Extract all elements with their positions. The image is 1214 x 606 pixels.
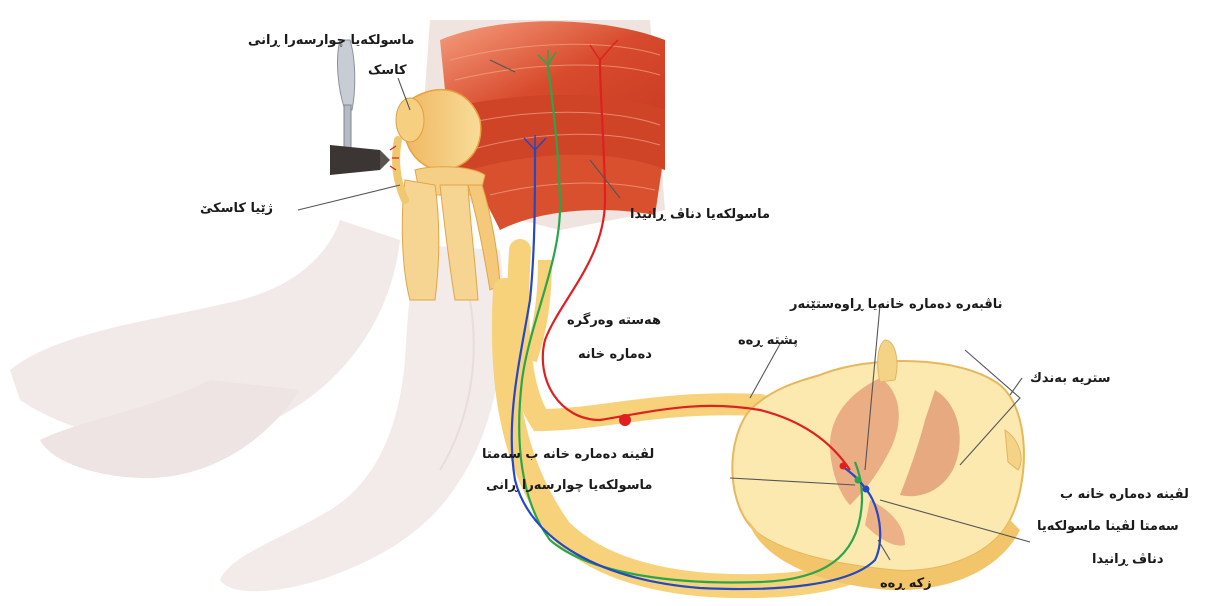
label-motor-neuron-quadriceps-line2: ماسولکەیا چوارسەرا ڕانی — [486, 477, 652, 495]
reflex-hammer — [330, 40, 399, 175]
label-motor-neuron-hamstring-line2: سەمتا لڤینا ماسولکەیا — [1037, 518, 1179, 536]
patellar-tendon — [396, 140, 405, 200]
label-spinal-cord: ستریە بەندك — [1030, 370, 1111, 388]
label-quadriceps-muscle: ماسولکەیا چوارسەرا ڕانی — [248, 32, 414, 50]
label-interneuron: ناڤبەرە دەمارە خانەیا ڕاوەستێنەر — [790, 296, 1003, 314]
label-ventral-root: زکە ڕەه — [880, 575, 932, 593]
label-patellar-tendon: ژێیا کاسکێ — [200, 200, 273, 218]
label-motor-neuron-quadriceps-line1: لڤینە دەمارە خانە ب سەمتا — [482, 446, 654, 464]
label-patella: کاسک — [368, 62, 407, 80]
label-sensory-neuron-line2: دەمارە خانە — [578, 346, 652, 364]
label-sensory-neuron-line1: هەستە وەرگرە — [567, 312, 661, 330]
label-motor-neuron-hamstring-line3: دناڤ ڕانیدا — [1092, 551, 1164, 569]
label-dorsal-root: پشتە ڕەه — [738, 332, 798, 350]
sensory-cell-body — [619, 414, 631, 426]
label-motor-neuron-hamstring-line1: لڤینە دەمارە خانە ب — [1060, 486, 1189, 504]
label-hamstring-muscle: ماسولکەیا دناڤ ڕانیدا — [630, 206, 770, 224]
patella-bone — [396, 98, 424, 142]
